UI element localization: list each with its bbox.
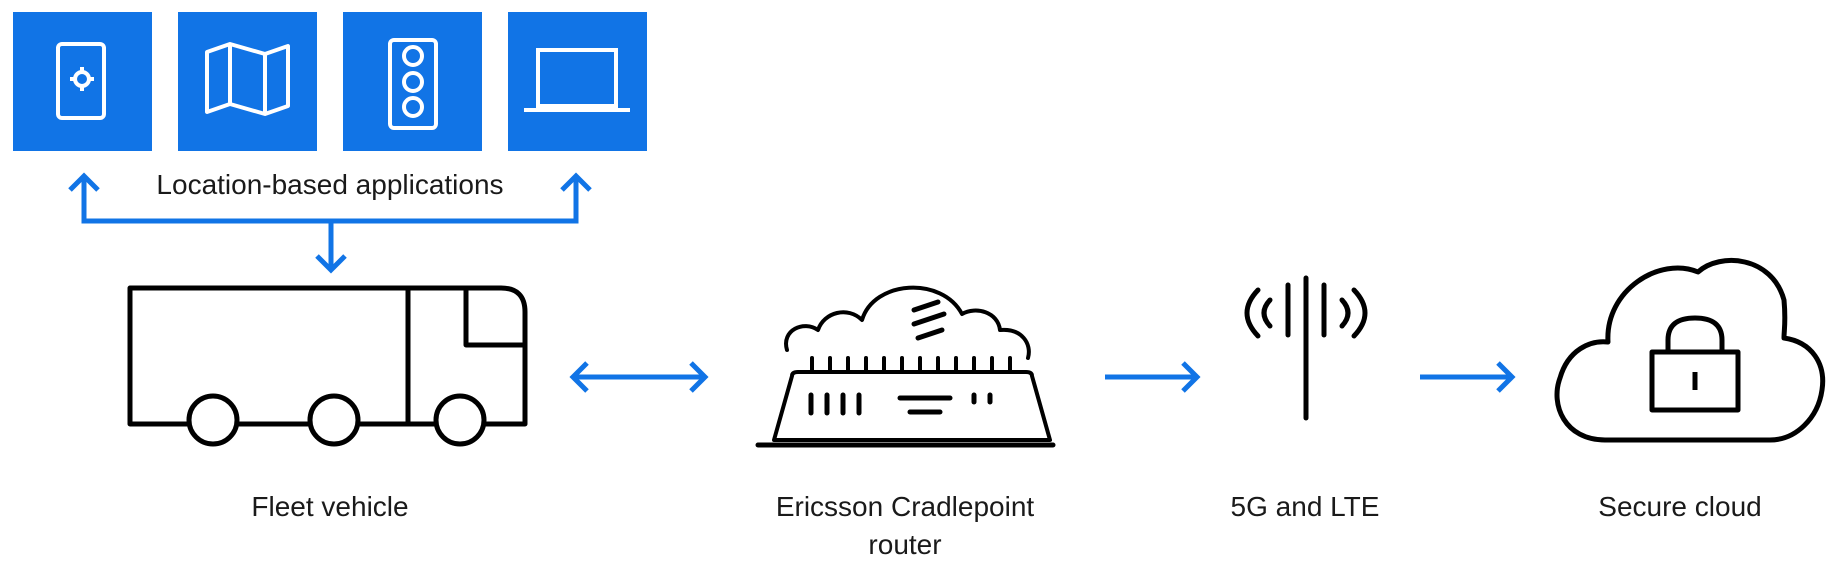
arrow-router-to-network [1105,361,1201,393]
map-icon [205,42,290,116]
app-tile-phone [13,12,152,151]
app-tile-laptop [508,12,647,151]
cloud-lock-icon [1554,258,1826,443]
router-label-line1: Ericsson Cradlepoint [775,491,1035,522]
bidirectional-arrow [569,361,709,393]
fleet-vehicle-label: Fleet vehicle [251,491,409,522]
app-tile-traffic-light [343,12,482,151]
network-label: 5G and LTE [1230,491,1380,522]
arrow-network-to-cloud [1420,361,1516,393]
traffic-light-icon [388,38,438,130]
secure-cloud-label: Secure cloud [1598,491,1762,522]
apps-bracket-connector [68,172,592,274]
phone-location-icon [56,42,106,120]
laptop-icon [524,48,630,112]
router-icon [755,285,1056,448]
truck-icon [127,285,528,447]
apps-label: Location-based applications [156,169,504,200]
router-label-line2: router [868,529,942,560]
app-tile-map [178,12,317,151]
antenna-icon [1244,275,1368,421]
